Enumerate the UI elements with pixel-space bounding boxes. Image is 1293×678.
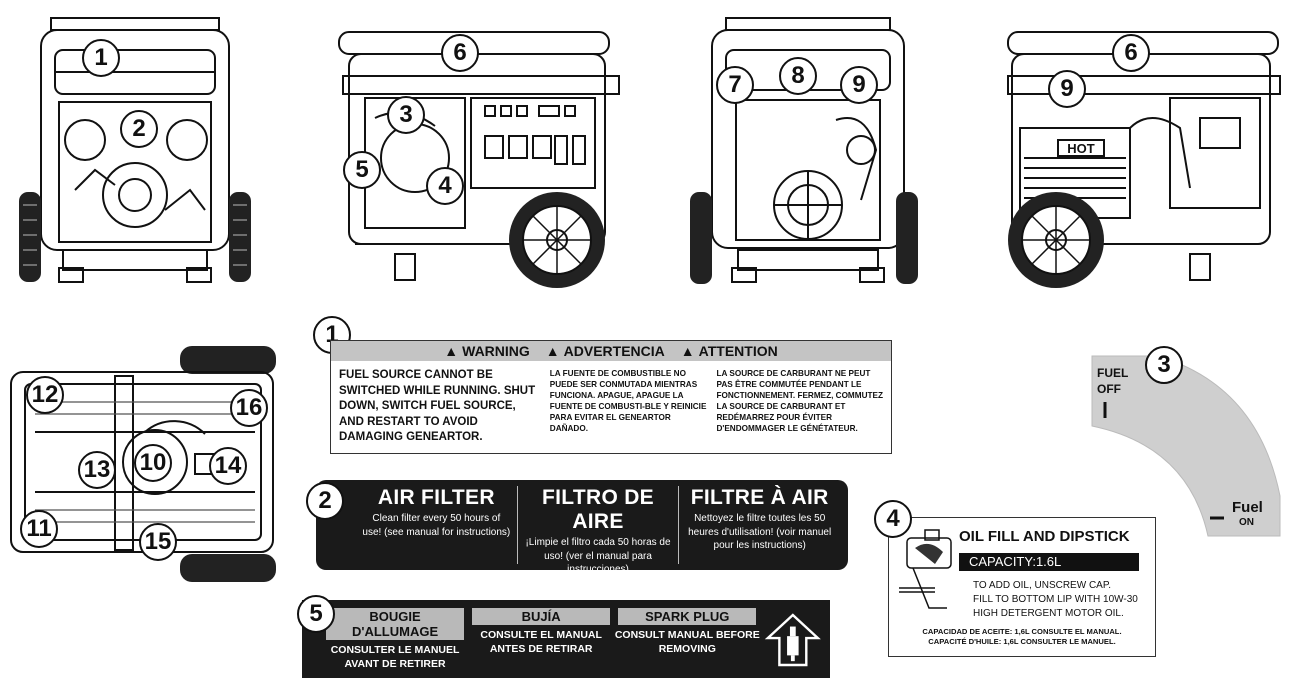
- air-filter-title-en: AIR FILTER: [377, 486, 495, 509]
- warning-triangle-icon: ▲: [444, 343, 459, 359]
- air-filter-text-es: ¡Limpie el filtro cada 50 horas de uso! …: [525, 537, 671, 575]
- callout-13: 13: [78, 451, 116, 489]
- oil-capacity: CAPACITY:1.6L: [959, 553, 1139, 571]
- air-filter-label: AIR FILTER Clean filter every 50 hours o…: [316, 480, 848, 575]
- callout-6: 6: [1112, 34, 1150, 72]
- callout-4: 4: [426, 167, 464, 205]
- label-callout-5: 5: [297, 595, 335, 633]
- label-callout-4: 4: [874, 500, 912, 538]
- callout-3: 3: [387, 96, 425, 134]
- callout-7: 7: [716, 66, 754, 104]
- oil-capacity-es: CAPACIDAD DE ACEITE: 1,6L CONSULTE EL MA…: [922, 627, 1122, 636]
- callout-6: 6: [441, 34, 479, 72]
- air-filter-text-en: Clean filter every 50 hours of use! (see…: [362, 513, 511, 538]
- air-filter-title-fr: FILTRE À AIR: [690, 486, 829, 509]
- oil-dipstick-icon: [899, 529, 952, 609]
- callout-9: 9: [840, 66, 878, 104]
- air-filter-title-es: FILTRO DE AIRE: [542, 486, 654, 533]
- spark-plug-label: BOUGIE D'ALLUMAGE CONSULTER LE MANUEL AV…: [302, 600, 830, 678]
- fuel-valve-label: [1088, 346, 1286, 546]
- air-filter-col-es: FILTRO DE AIRE ¡Limpie el filtro cada 50…: [516, 486, 679, 575]
- warning-title-fr: ATTENTION: [698, 343, 778, 359]
- spark-text-en: CONSULT MANUAL BEFORE REMOVING: [614, 629, 760, 655]
- warning-header: ▲WARNING ▲ADVERTENCIA ▲ATTENTION: [331, 341, 891, 361]
- fuel-on-word: Fuel: [1232, 499, 1263, 516]
- callout-14: 14: [209, 447, 247, 485]
- hot-label: HOT: [1067, 141, 1095, 156]
- callout-16: 16: [230, 389, 268, 427]
- warning-triangle-icon: ▲: [545, 343, 560, 359]
- generator-control-panel-view: [335, 8, 625, 288]
- air-filter-text-fr: Nettoyez le filtre toutes les 50 heures …: [688, 513, 832, 551]
- warning-text-fr: LA SOURCE DE CARBURANT NE PEUT PAS ÊTRE …: [716, 369, 883, 434]
- air-filter-col-fr: FILTRE À AIR Nettoyez le filtre toutes l…: [678, 486, 840, 564]
- callout-1: 1: [82, 39, 120, 77]
- label-callout-2: 2: [306, 482, 344, 520]
- callout-8: 8: [779, 57, 817, 95]
- oil-instructions: TO ADD OIL, UNSCREW CAP. FILL TO BOTTOM …: [973, 580, 1138, 619]
- fuel-on-label: ON: [1239, 517, 1254, 528]
- fuel-off-label: FUEL OFF: [1097, 366, 1129, 397]
- spark-plug-arrow-icon: [765, 613, 822, 667]
- callout-12: 12: [26, 376, 64, 414]
- callout-10: 10: [134, 444, 172, 482]
- callout-2: 2: [120, 110, 158, 148]
- warning-label: ▲WARNING ▲ADVERTENCIA ▲ATTENTION FUEL SO…: [330, 340, 892, 454]
- warning-title-es: ADVERTENCIA: [563, 343, 665, 359]
- label-callout-3: 3: [1145, 346, 1183, 384]
- warning-title-en: WARNING: [462, 343, 530, 359]
- spark-col-fr: BOUGIE D'ALLUMAGE CONSULTER LE MANUEL AV…: [322, 606, 468, 674]
- oil-capacity-fr: CAPACITÉ D'HUILE: 1,6L CONSULTER LE MANU…: [928, 637, 1116, 647]
- spark-col-es: BUJÍA CONSULTE EL MANUAL ANTES DE RETIRA…: [468, 606, 614, 674]
- callout-15: 15: [139, 523, 177, 561]
- spark-col-en: SPARK PLUG CONSULT MANUAL BEFORE REMOVIN…: [614, 606, 760, 674]
- callout-11: 11: [20, 510, 58, 548]
- spark-title-es: BUJÍA: [472, 608, 611, 625]
- generator-muffler-view: HOT: [1000, 8, 1290, 288]
- spark-title-fr: BOUGIE D'ALLUMAGE: [326, 608, 465, 640]
- spark-text-fr: CONSULTER LE MANUEL AVANT DE RETIRER: [330, 644, 460, 670]
- callout-5: 5: [343, 151, 381, 189]
- oil-title: OIL FILL AND DIPSTICK: [959, 528, 1130, 545]
- generator-rear-view: [690, 10, 918, 284]
- generator-front-view: [19, 10, 251, 292]
- warning-triangle-icon: ▲: [680, 343, 695, 359]
- oil-fill-label: OIL FILL AND DIPSTICK CAPACITY:1.6L TO A…: [888, 517, 1156, 657]
- spark-text-es: CONSULTE EL MANUAL ANTES DE RETIRAR: [480, 629, 602, 655]
- warning-text-en: FUEL SOURCE CANNOT BE SWITCHED WHILE RUN…: [339, 369, 536, 444]
- spark-title-en: SPARK PLUG: [618, 608, 757, 625]
- air-filter-col-en: AIR FILTER Clean filter every 50 hours o…: [356, 486, 517, 564]
- callout-9: 9: [1048, 70, 1086, 108]
- warning-text-es: LA FUENTE DE COMBUSTIBLE NO PUEDE SER CO…: [549, 369, 707, 434]
